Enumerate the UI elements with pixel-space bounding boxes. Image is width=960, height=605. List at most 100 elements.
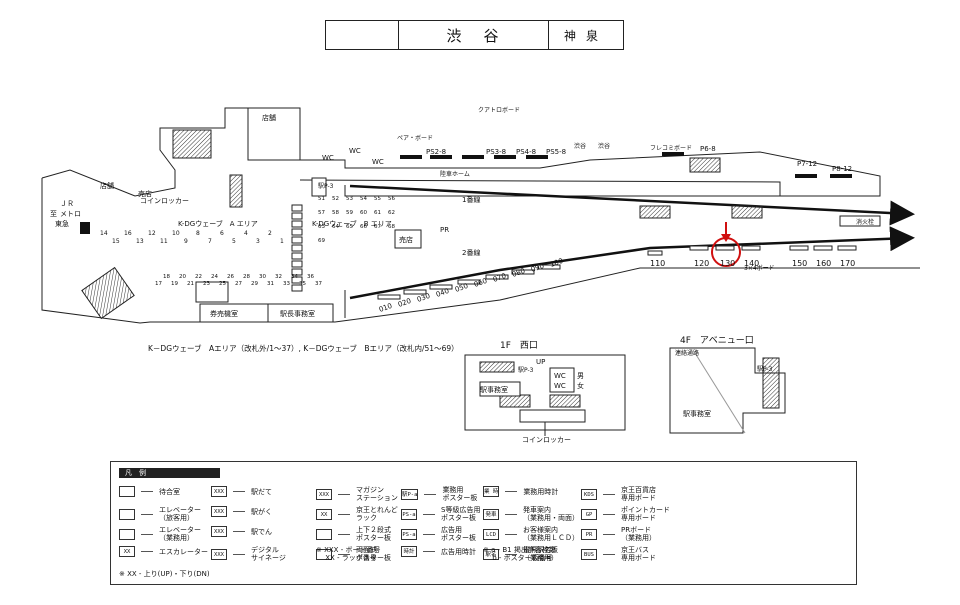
kdg-number: 64 bbox=[332, 224, 339, 230]
kdg-number: 32 bbox=[275, 274, 282, 280]
legend-note-ab: ※ a - B1 掲出許容枚数 b - ポスター板番号 bbox=[483, 546, 556, 562]
elevator-label: 駅P-3 bbox=[318, 183, 334, 190]
platform-label: 陸車ホーム bbox=[440, 170, 470, 178]
legend-item: 待合室 bbox=[119, 486, 180, 497]
kdg-number: 51 bbox=[318, 196, 325, 202]
legend-label: S等級広告用 ポスター板 bbox=[441, 506, 481, 522]
board-number: 140 bbox=[744, 259, 759, 268]
legend-symbol-icon: PS-a bbox=[401, 508, 417, 520]
kdg-number: 7 bbox=[208, 238, 212, 245]
kiosk-room bbox=[394, 229, 422, 249]
legend-symbol-icon: GP bbox=[581, 508, 597, 520]
legend-note-updown: ※ XX - 上り(UP)・下り(DN) bbox=[119, 570, 210, 578]
station-floor-map: ＪＲ至メトロ東急店舗売店コインロッカー店舗売店WCWCWCペア・ボードクアトロボ… bbox=[41, 106, 920, 324]
kdg-number: 57 bbox=[318, 210, 325, 216]
legend-label: ポイントカード 専用ボード bbox=[621, 506, 670, 522]
board-number: 170 bbox=[840, 259, 855, 268]
legend-label: 京王百貨店 専用ボード bbox=[621, 486, 656, 502]
stairs-left bbox=[229, 174, 243, 208]
hydrant-label: 消火栓 bbox=[856, 218, 874, 226]
ticket-room-label: 券売機室 bbox=[210, 309, 238, 318]
kdg-number: 6 bbox=[220, 230, 224, 237]
legend-symbol-icon bbox=[119, 508, 135, 520]
title-cell-blank bbox=[326, 21, 399, 49]
kdg-number: 25 bbox=[219, 281, 226, 287]
kdg-number: 63 bbox=[318, 224, 325, 230]
quatro-board-label: クアトロボード bbox=[478, 106, 520, 114]
board-id: P6-8 bbox=[700, 145, 716, 153]
legend-label: 駅でん bbox=[251, 527, 272, 536]
legend-symbol-icon: XXX bbox=[211, 486, 227, 497]
legend-item: KDS 京王百貨店 専用ボード bbox=[581, 486, 656, 502]
wc-label: WC bbox=[322, 154, 334, 162]
kdg-number: 37 bbox=[315, 281, 322, 287]
legend-item: 発車発車案内 （業務用・両面） bbox=[483, 506, 579, 522]
legend-item: PS-a S等級広告用 ポスター板 bbox=[401, 506, 480, 522]
legend-label: エスカレーター bbox=[159, 547, 208, 556]
wc-label: WC bbox=[554, 382, 566, 390]
kdg-number: 17 bbox=[155, 281, 162, 287]
wc-label: WC bbox=[554, 372, 566, 380]
legend-header: 凡 例 bbox=[119, 468, 220, 478]
fureko-board-label: フレコミボード bbox=[650, 144, 692, 152]
legend-label: 上下２段式 ポスター板 bbox=[356, 526, 391, 542]
legend-label: 広告用 ポスター板 bbox=[441, 526, 476, 542]
track-1-arrow bbox=[349, 184, 915, 226]
legend-symbol-icon: KDS bbox=[581, 488, 597, 500]
shop-label: 店舗 bbox=[100, 181, 114, 190]
shibuya-label: 渋谷 bbox=[598, 142, 610, 150]
kdg-number: 2 bbox=[268, 230, 272, 237]
kdg-number: 4 bbox=[244, 230, 248, 237]
kdg-number: 68 bbox=[388, 224, 395, 230]
legend-label: 広告用時計 bbox=[441, 547, 476, 556]
women-label: 女 bbox=[577, 381, 584, 390]
area-caption: K－DGウェーブ Aエリア（改札外/1〜37）, K－DGウェーブ Bエリア（改… bbox=[148, 344, 459, 353]
legend-label: デジタル サイネージ bbox=[251, 546, 286, 562]
kdg-number: 29 bbox=[251, 281, 258, 287]
kdg-number: 55 bbox=[374, 196, 381, 202]
board-number: 120 bbox=[694, 259, 709, 268]
kdg-number: 67 bbox=[374, 224, 381, 230]
legend-symbol-icon: XXX bbox=[211, 548, 227, 560]
shibuya-label: 渋谷 bbox=[574, 142, 586, 150]
track-2-label: 2番線 bbox=[462, 248, 480, 257]
legend-item: 駅名電照駅名板 （業務用） bbox=[483, 546, 558, 562]
passage-label: 連絡通路 bbox=[675, 349, 699, 357]
kdg-number: 14 bbox=[100, 230, 108, 237]
kdg-number: 15 bbox=[112, 238, 120, 245]
board-id: P8-12 bbox=[832, 165, 852, 173]
line-name: 神泉 bbox=[563, 28, 608, 43]
elevator-label: 駅P-3 bbox=[518, 367, 534, 374]
coin-locker-label: コインロッカー bbox=[140, 197, 189, 205]
legend-item: 上下２段式 ポスター板 bbox=[316, 526, 391, 542]
shop-block bbox=[247, 107, 301, 161]
pass-office bbox=[195, 281, 229, 303]
kdg-number: 52 bbox=[332, 196, 339, 202]
board-id: PS5-8 bbox=[546, 148, 566, 156]
kdg-number: 13 bbox=[136, 238, 144, 245]
kdg-number: 27 bbox=[235, 281, 242, 287]
track-2-arrow bbox=[349, 226, 915, 300]
jr-label: ＪＲ bbox=[60, 200, 74, 208]
legend-label: 待合室 bbox=[159, 487, 180, 496]
board-number: 150 bbox=[792, 259, 807, 268]
stairs-right-upper bbox=[689, 157, 721, 173]
legend-label: マガジン ステーション bbox=[356, 486, 398, 502]
sanyon-board-label: 3×4ボード bbox=[744, 264, 775, 272]
legend-label: 京王バス 専用ボード bbox=[621, 546, 656, 562]
legend-label: 京王とれんど ラック bbox=[356, 506, 398, 522]
legend-label: お客様案内 （業務用ＬＣＤ） bbox=[523, 526, 579, 542]
track-1-label: 1番線 bbox=[462, 195, 480, 204]
legend-symbol-icon: 業 時 bbox=[483, 486, 500, 497]
kiosk-label: 売店 bbox=[138, 189, 152, 198]
kdg-number: 18 bbox=[163, 274, 170, 280]
legend-symbol-icon: 発車 bbox=[483, 508, 499, 520]
station-master-label: 駅長事務室 bbox=[280, 309, 315, 318]
kdg-number: 19 bbox=[171, 281, 178, 287]
